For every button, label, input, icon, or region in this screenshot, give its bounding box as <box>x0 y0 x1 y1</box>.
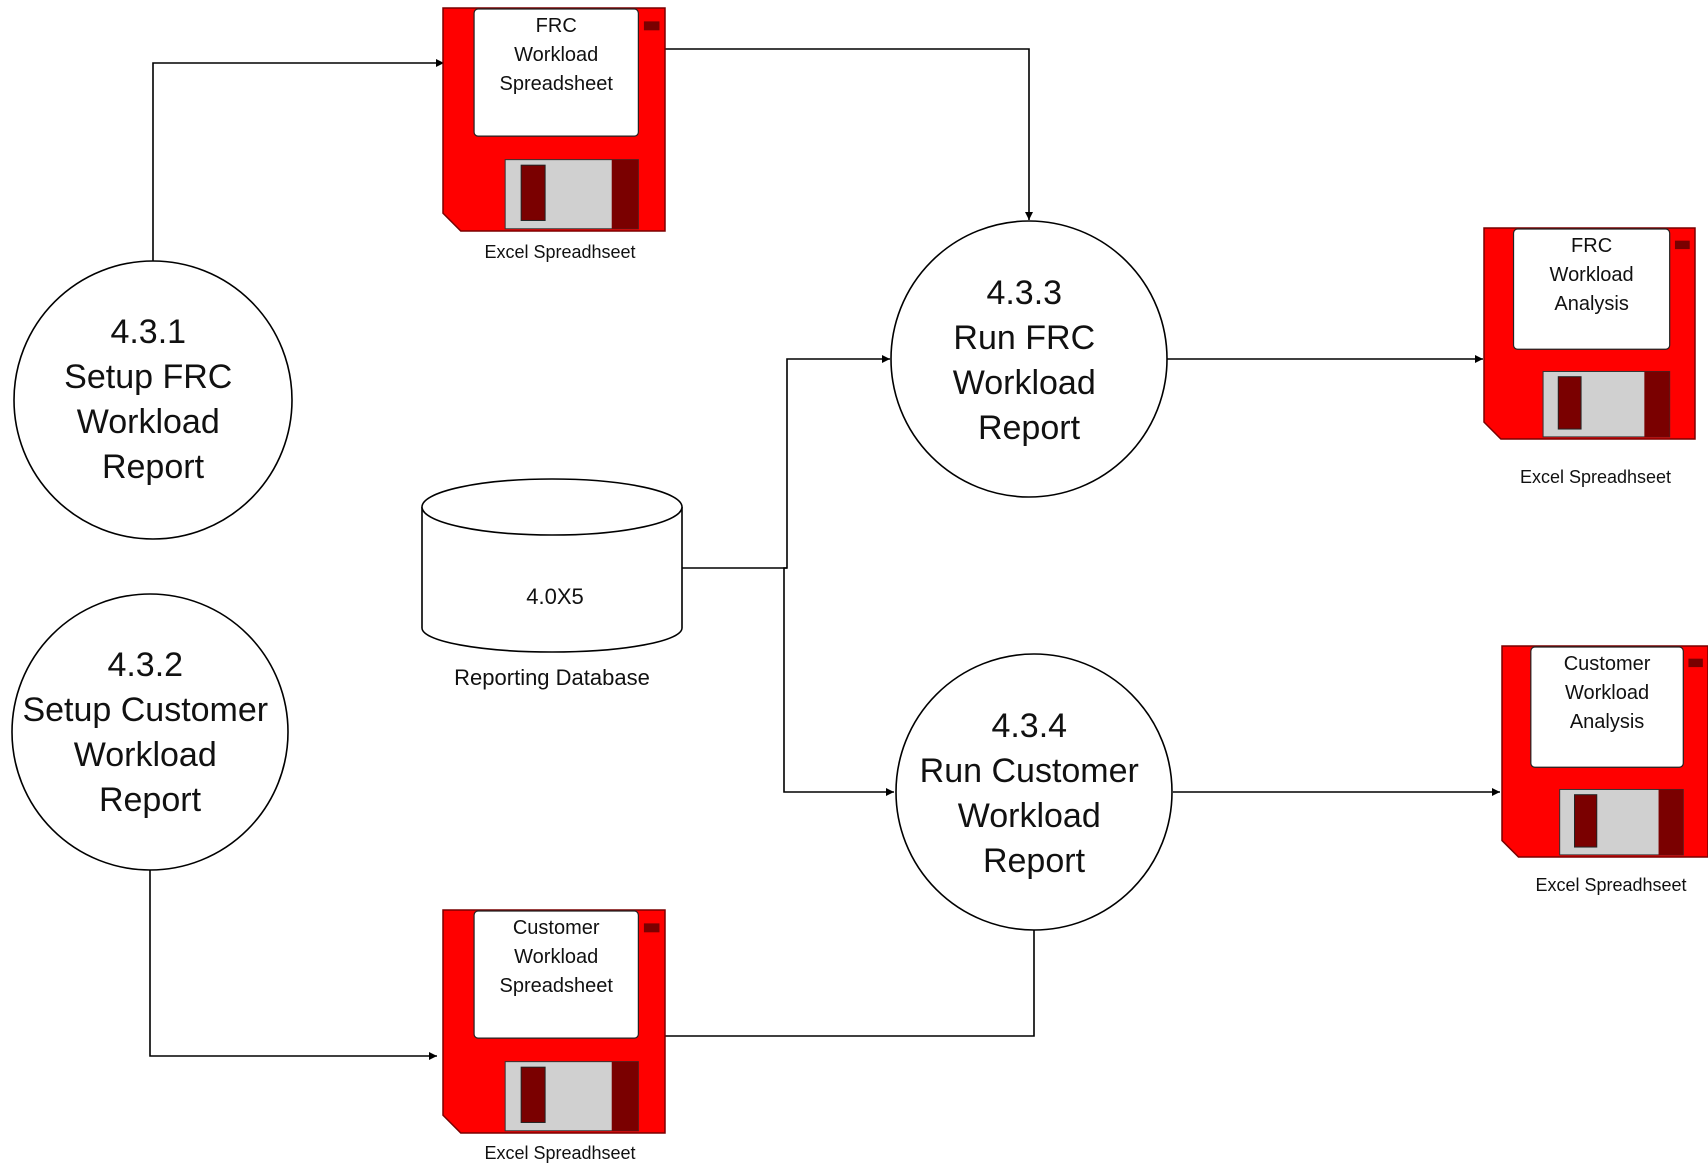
store-caption: Excel Spreadhseet <box>484 1143 635 1163</box>
process-4-3-2[interactable]: 4.3.2 Setup Customer Workload Report <box>11 593 289 871</box>
floppy-disk-icon <box>442 7 666 232</box>
database-caption: Reporting Database <box>454 665 650 690</box>
svg-text:4.3.2 Setup Customer: 4.3.2 Setup Customer Workload Report <box>22 646 277 819</box>
floppy-disk-icon <box>1501 645 1708 858</box>
store-label-line: Workload <box>514 946 598 968</box>
store-label-line: Spreadsheet <box>500 73 614 95</box>
process-4-3-3[interactable]: 4.3.3 Run FRC Workload Report <box>890 220 1168 498</box>
store-label-line: Workload <box>1565 682 1649 704</box>
flow-frc-spreadsheet-to-433 <box>664 48 1033 220</box>
flow-431-to-frc-spreadsheet <box>152 59 444 262</box>
flow-432-to-customer-spreadsheet <box>149 870 437 1060</box>
store-label-line: Analysis <box>1554 293 1628 315</box>
database-cylinder-icon <box>421 478 683 653</box>
store-caption: Excel Spreadhseet <box>1535 875 1686 895</box>
store-label-line: Analysis <box>1570 711 1644 733</box>
store-label-line: Customer <box>513 917 600 939</box>
svg-text:4.3.3 Run FRC Work: 4.3.3 Run FRC Workload Report <box>953 274 1105 447</box>
svg-text:4.3.1 Setup FRC Wo: 4.3.1 Setup FRC Workload Report <box>64 313 242 486</box>
store-label-line: Customer <box>1564 653 1651 675</box>
store-label-line: Workload <box>514 44 598 66</box>
flow-db-to-433 <box>682 355 890 569</box>
store-label-line: FRC <box>1571 235 1612 257</box>
store-caption: Excel Spreadhseet <box>484 242 635 262</box>
process-4-3-1[interactable]: 4.3.1 Setup FRC Workload Report <box>13 260 293 540</box>
store-caption: Excel Spreadhseet <box>1520 467 1671 487</box>
database-4-0x5[interactable]: 4.0X5 Reporting Database <box>421 478 683 690</box>
flow-db-to-434 <box>783 567 894 796</box>
process-4-3-4[interactable]: 4.3.4 Run Customer Workload Report <box>895 653 1173 931</box>
database-label: 4.0X5 <box>526 584 584 609</box>
store-label-line: FRC <box>536 15 577 37</box>
floppy-disk-icon <box>1483 227 1696 440</box>
floppy-disk-icon <box>442 909 666 1134</box>
store-label-line: Workload <box>1550 264 1634 286</box>
store-label-line: Spreadsheet <box>500 975 614 997</box>
svg-text:4.3.4 Run Customer: 4.3.4 Run Customer Workload Report <box>920 707 1149 880</box>
flow-customer-spreadsheet-to-434 <box>664 930 1035 1037</box>
